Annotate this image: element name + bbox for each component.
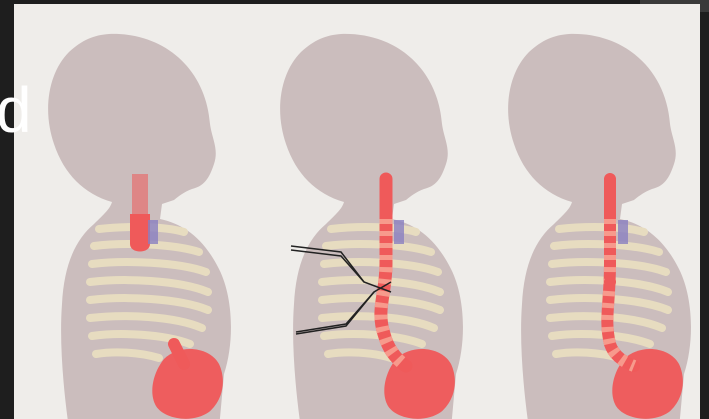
upper-esophagus-pouch: [130, 174, 150, 252]
diagram-canvas: [14, 4, 700, 419]
trachea-mark: [394, 220, 404, 244]
diagram-slide: [14, 4, 700, 419]
panel-2-infant: [280, 34, 463, 419]
trachea-mark: [148, 220, 158, 244]
panel-3-infant: [508, 34, 691, 419]
stray-letter: d: [0, 78, 32, 142]
panel-1-infant: [48, 34, 231, 419]
trachea-mark: [618, 220, 628, 244]
